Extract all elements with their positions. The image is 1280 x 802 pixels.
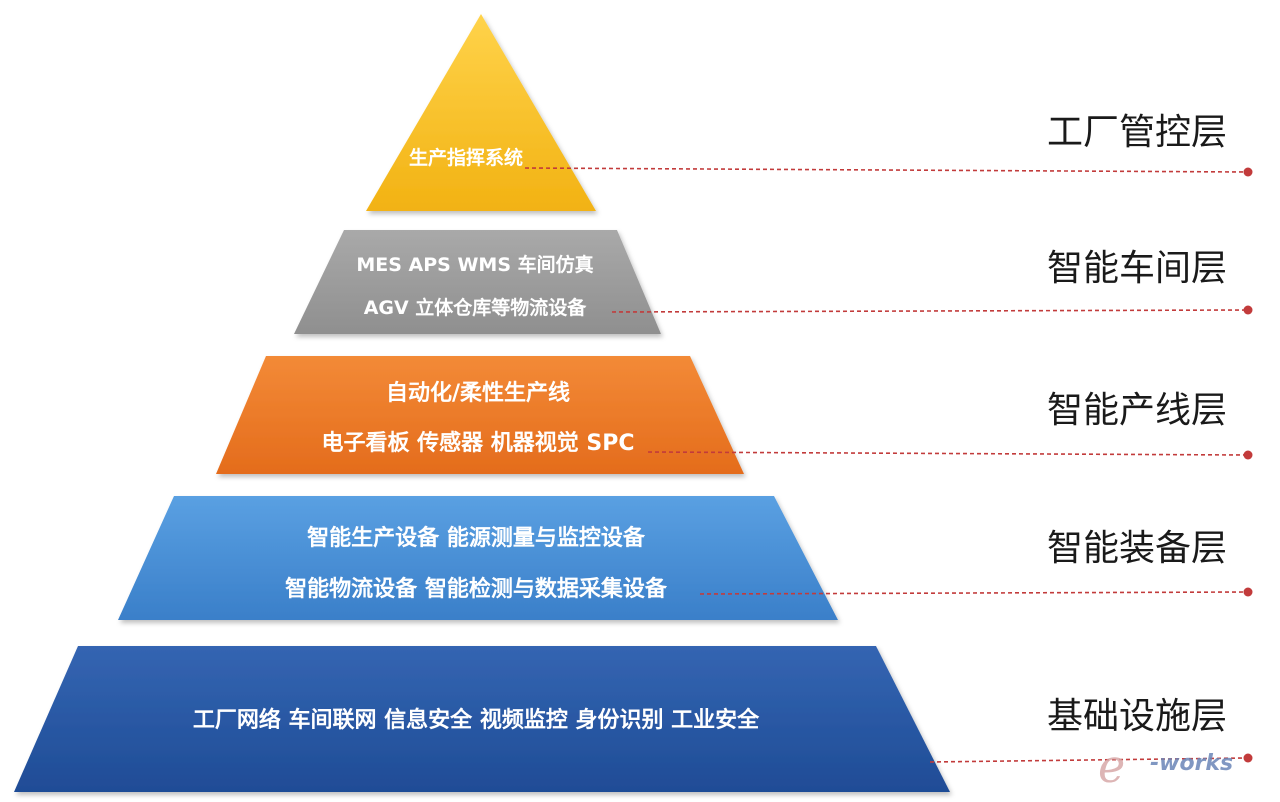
tier-smart-equipment-shape	[118, 496, 838, 620]
tier-infrastructure-label: 基础设施层	[1047, 696, 1227, 737]
tier-factory-control-leader-dot	[1243, 167, 1253, 177]
tier-smart-workshop-leader	[611, 309, 1247, 313]
tier-smart-line-leader-dot	[1243, 450, 1253, 460]
tier-smart-workshop: MES APS WMS 车间仿真 AGV 立体仓库等物流设备 智能车间层	[294, 230, 1253, 334]
eworks-logo-works: -works	[1150, 751, 1233, 776]
tier-smart-equipment-leader	[699, 591, 1247, 595]
tier-smart-equipment: 智能生产设备 能源测量与监控设备 智能物流设备 智能检测与数据采集设备 智能装备…	[118, 496, 1253, 620]
tier-factory-control-label: 工厂管控层	[1047, 112, 1227, 153]
tier-smart-line-leader	[647, 451, 1247, 456]
tier-smart-line-label: 智能产线层	[1047, 390, 1227, 431]
tier-smart-equipment-text-2: 智能物流设备 智能检测与数据采集设备	[285, 576, 668, 602]
tier-infrastructure: 工厂网络 车间联网 信息安全 视频监控 身份识别 工业安全 基础设施层	[14, 646, 1253, 792]
tier-factory-control-text-1: 生产指挥系统	[409, 146, 523, 169]
tier-smart-workshop-label: 智能车间层	[1047, 248, 1227, 289]
tier-smart-workshop-text-1: MES APS WMS 车间仿真	[356, 253, 593, 276]
tier-infrastructure-text-1: 工厂网络 车间联网 信息安全 视频监控 身份识别 工业安全	[193, 707, 760, 733]
tier-smart-workshop-text-2: AGV 立体仓库等物流设备	[364, 296, 588, 319]
tier-factory-control-leader	[524, 167, 1247, 173]
tier-factory-control-shape	[366, 14, 596, 211]
tier-smart-equipment-label: 智能装备层	[1047, 528, 1227, 569]
tier-factory-control: 生产指挥系统 工厂管控层	[366, 14, 1253, 211]
tier-smart-workshop-shape	[294, 230, 661, 334]
tier-smart-line: 自动化/柔性生产线 电子看板 传感器 机器视觉 SPC 智能产线层	[216, 356, 1253, 474]
eworks-logo-e: e	[1098, 739, 1125, 793]
tier-smart-equipment-leader-dot	[1243, 587, 1253, 597]
tier-smart-workshop-leader-dot	[1243, 305, 1253, 315]
eworks-watermark-logo: e -works	[1098, 739, 1233, 793]
tier-infrastructure-shape	[14, 646, 950, 792]
tier-smart-line-text-2: 电子看板 传感器 机器视觉 SPC	[321, 430, 634, 456]
tier-infrastructure-leader	[929, 757, 1247, 763]
tier-smart-equipment-text-1: 智能生产设备 能源测量与监控设备	[307, 525, 646, 551]
tier-infrastructure-leader-dot	[1243, 753, 1253, 763]
tier-smart-line-shape	[216, 356, 744, 474]
tier-smart-line-text-1: 自动化/柔性生产线	[386, 380, 570, 406]
